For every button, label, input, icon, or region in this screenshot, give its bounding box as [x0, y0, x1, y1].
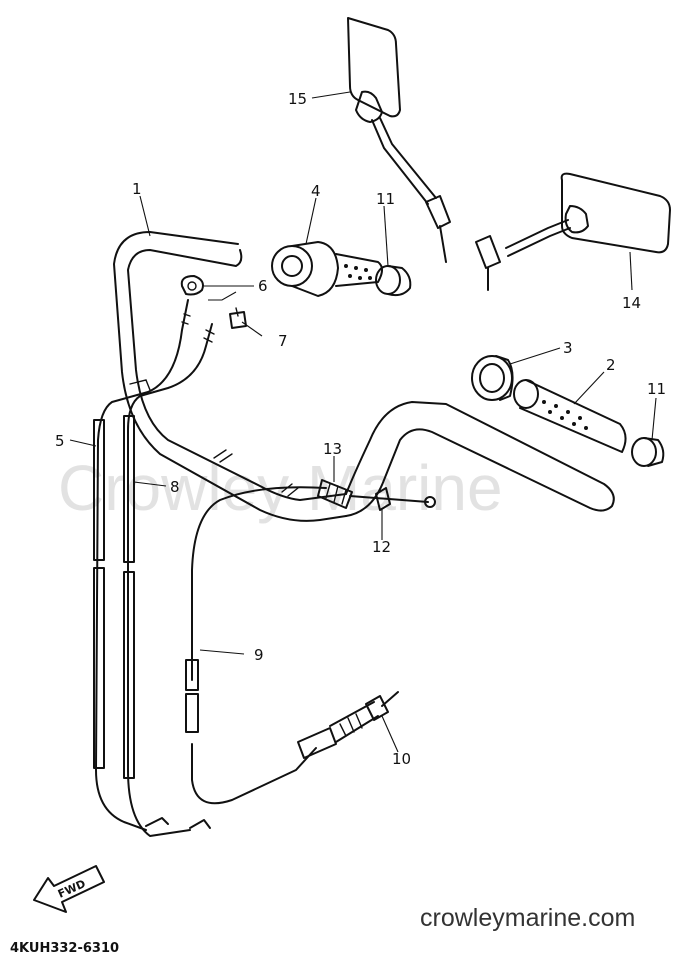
callout-numbers: 1 2 3 4 5 6 7 8 9 10 11 11 12 13 14 15	[55, 90, 666, 768]
callout-3: 3	[563, 339, 573, 357]
callout-13: 13	[323, 440, 342, 458]
cable-holder	[180, 275, 204, 296]
left-grip	[513, 379, 627, 453]
callout-10: 10	[392, 750, 411, 768]
clutch-cable	[185, 486, 327, 805]
left-mirror	[347, 17, 451, 263]
callout-5: 5	[55, 432, 65, 450]
forward-direction-arrow: FWD	[33, 865, 105, 913]
callout-4: 4	[311, 182, 321, 200]
leader-lines	[69, 91, 657, 753]
callout-11-upper: 11	[376, 190, 395, 208]
callout-14: 14	[622, 294, 641, 312]
diagram-code: 4KUH332-6310	[10, 941, 119, 956]
throttle-cable-5	[93, 299, 191, 831]
bar-end-weight-right	[631, 437, 665, 467]
clutch-cable-end	[297, 691, 399, 759]
callout-1: 1	[132, 180, 142, 198]
right-mirror	[475, 172, 671, 291]
holder-screw	[229, 307, 247, 329]
callout-12: 12	[372, 538, 391, 556]
website-label[interactable]: crowleymarine.com	[420, 904, 635, 932]
callout-2: 2	[606, 356, 616, 374]
adjuster-nut	[375, 487, 391, 511]
callout-11-right: 11	[647, 380, 666, 398]
callout-15: 15	[288, 90, 307, 108]
grip-collar	[471, 355, 514, 401]
callout-6: 6	[258, 277, 268, 295]
callout-8: 8	[170, 478, 180, 496]
throttle-cable-8	[123, 323, 215, 837]
callout-7: 7	[278, 332, 288, 350]
throttle-grip	[271, 241, 383, 297]
callout-9: 9	[254, 646, 264, 664]
